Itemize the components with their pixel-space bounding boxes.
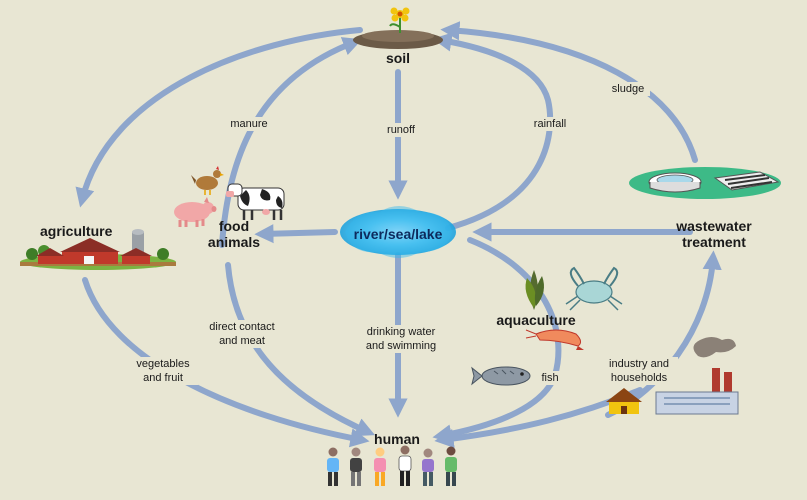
chicken-icon xyxy=(191,166,224,195)
agriculture-label: agriculture xyxy=(40,223,113,239)
person-icon xyxy=(350,447,362,486)
people-icon xyxy=(327,445,457,486)
shrimp-icon xyxy=(525,329,584,350)
aquaculture-label: aquaculture xyxy=(496,312,576,328)
rainfall-label: rainfall xyxy=(527,117,573,131)
crab-icon xyxy=(565,266,623,311)
factory-icon xyxy=(655,337,739,415)
person-icon xyxy=(327,447,339,486)
soil-label: soil xyxy=(385,50,411,66)
arrow-manure xyxy=(219,37,363,248)
farm-icon xyxy=(20,229,176,270)
drinking-water-label: drinking water and swimming xyxy=(355,325,447,353)
pig-icon xyxy=(174,197,217,227)
house-icon xyxy=(606,388,642,414)
human-label: human xyxy=(374,431,420,447)
river-sea-lake-image xyxy=(340,206,456,258)
arrow-food-animals-to-human xyxy=(225,262,376,437)
industry-households-label: industry and households xyxy=(600,357,678,385)
arrow-soil-to-agriculture xyxy=(75,27,363,208)
person-icon xyxy=(398,445,412,486)
arrow-agriculture-to-human xyxy=(82,277,370,448)
sludge-label: sludge xyxy=(606,82,650,96)
runoff-label: runoff xyxy=(378,123,424,137)
vegetables-fruit-label: vegetables and fruit xyxy=(128,357,198,385)
manure-label: manure xyxy=(224,117,274,131)
treatment-plant-icon xyxy=(629,167,781,199)
direct-contact-label: direct contact and meat xyxy=(198,320,286,348)
arrow-rainfall xyxy=(432,32,554,231)
fish-icon xyxy=(471,366,531,386)
arrow-sludge xyxy=(440,21,698,163)
cow-icon xyxy=(226,183,285,220)
person-icon xyxy=(374,447,386,486)
person-icon xyxy=(422,448,434,486)
river-sea-lake-label: river/sea/lake xyxy=(353,226,443,242)
wastewater-treatment-label: wastewater treatment xyxy=(676,218,752,250)
fish-label: fish xyxy=(537,371,563,385)
person-icon xyxy=(445,446,457,486)
flower-icon xyxy=(389,7,410,33)
seaweed-icon xyxy=(525,270,544,310)
food-animals-label: food animals xyxy=(207,218,261,250)
soil-image xyxy=(353,7,443,49)
arrow-river-to-food-animals xyxy=(254,224,338,244)
